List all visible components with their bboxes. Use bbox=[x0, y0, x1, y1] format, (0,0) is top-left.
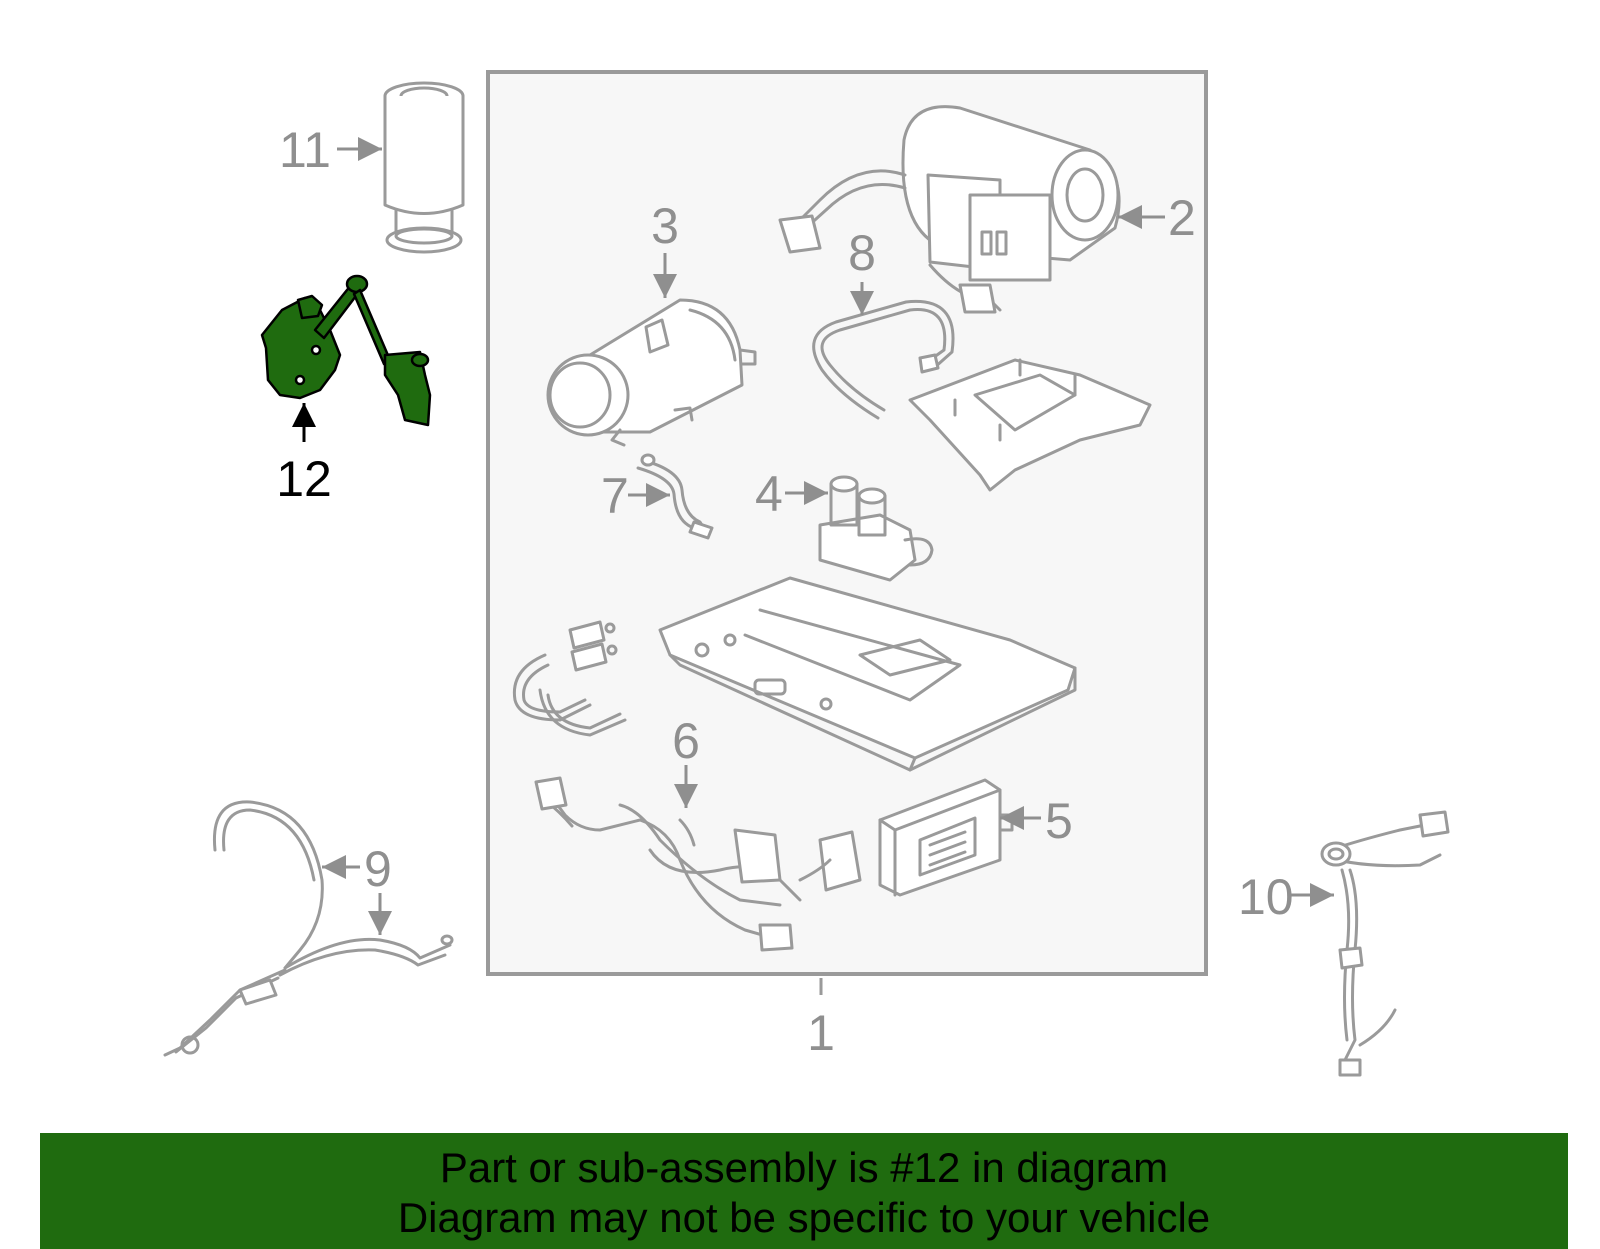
callout-10: 10 bbox=[1238, 869, 1294, 925]
callout-1: 1 bbox=[807, 1005, 835, 1061]
callout-7: 7 bbox=[601, 468, 629, 524]
part-8-air-line bbox=[812, 299, 955, 420]
info-banner: Part or sub-assembly is #12 in diagram D… bbox=[40, 1133, 1568, 1249]
callout-5: 5 bbox=[1045, 793, 1073, 849]
callout-12: 12 bbox=[276, 451, 332, 507]
callout-9: 9 bbox=[364, 841, 392, 897]
part-11-air-spring bbox=[383, 81, 465, 254]
callout-3: 3 bbox=[651, 198, 679, 254]
air-line-fittings bbox=[512, 620, 627, 737]
callout-2: 2 bbox=[1168, 190, 1196, 246]
part-6-harness bbox=[534, 776, 862, 952]
mounting-tray bbox=[658, 576, 1077, 772]
part-12-height-sensor bbox=[260, 274, 432, 427]
part-9-wire-harness bbox=[163, 800, 454, 1057]
part-10-sensor-wire bbox=[1320, 810, 1450, 1077]
part-7-hose bbox=[636, 453, 714, 540]
part-5-control-module bbox=[878, 778, 1014, 897]
callout-11: 11 bbox=[279, 122, 331, 178]
callout-8: 8 bbox=[848, 225, 876, 281]
part-2-compressor bbox=[778, 105, 1121, 314]
part-4-valve-block bbox=[818, 475, 934, 582]
callout-6: 6 bbox=[672, 713, 700, 769]
callout-4: 4 bbox=[755, 466, 783, 522]
part-3-reservoir bbox=[546, 298, 757, 447]
compressor-bracket bbox=[908, 358, 1152, 492]
banner-line-2: Diagram may not be specific to your vehi… bbox=[397, 1194, 1211, 1241]
banner-line-1: Part or sub-assembly is #12 in diagram bbox=[439, 1144, 1169, 1191]
